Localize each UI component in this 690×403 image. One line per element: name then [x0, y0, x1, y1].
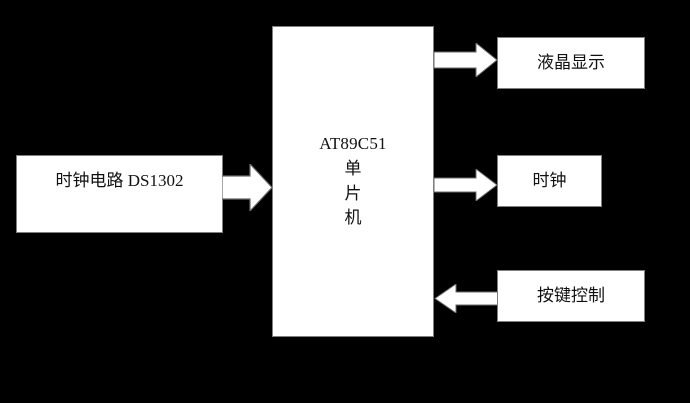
arrow-key-control-to-mcu: [434, 284, 498, 313]
arrow-right-shape: [434, 169, 498, 201]
block-clock-label: 时钟: [532, 170, 567, 190]
arrow-mcu-to-clock: [434, 169, 498, 201]
arrow-right-shape: [222, 164, 273, 211]
block-mcu-at89c51: AT89C51 单 片 机: [272, 26, 434, 337]
block-key-control: 按键控制: [497, 270, 645, 322]
block-lcd-display-label: 液晶显示: [537, 52, 605, 72]
block-mcu-label-line3: 片: [344, 183, 362, 203]
block-mcu-label-line4: 机: [344, 208, 362, 228]
block-clock-circuit: 时钟电路 DS1302: [16, 155, 223, 233]
block-lcd-display: 液晶显示: [497, 37, 645, 89]
block-mcu-label-line1: AT89C51: [319, 134, 387, 154]
arrow-left-shape: [434, 284, 498, 313]
block-key-control-label: 按键控制: [537, 285, 605, 305]
block-clock-circuit-label: 时钟电路 DS1302: [55, 170, 184, 190]
block-clock: 时钟: [497, 155, 602, 207]
arrow-right-shape: [434, 43, 498, 77]
block-mcu-label-line2: 单: [344, 158, 362, 178]
block-mcu-label-stack: AT89C51 单 片 机: [319, 132, 387, 231]
arrow-clock-circuit-to-mcu: [222, 164, 273, 211]
arrow-mcu-to-lcd: [434, 43, 498, 77]
